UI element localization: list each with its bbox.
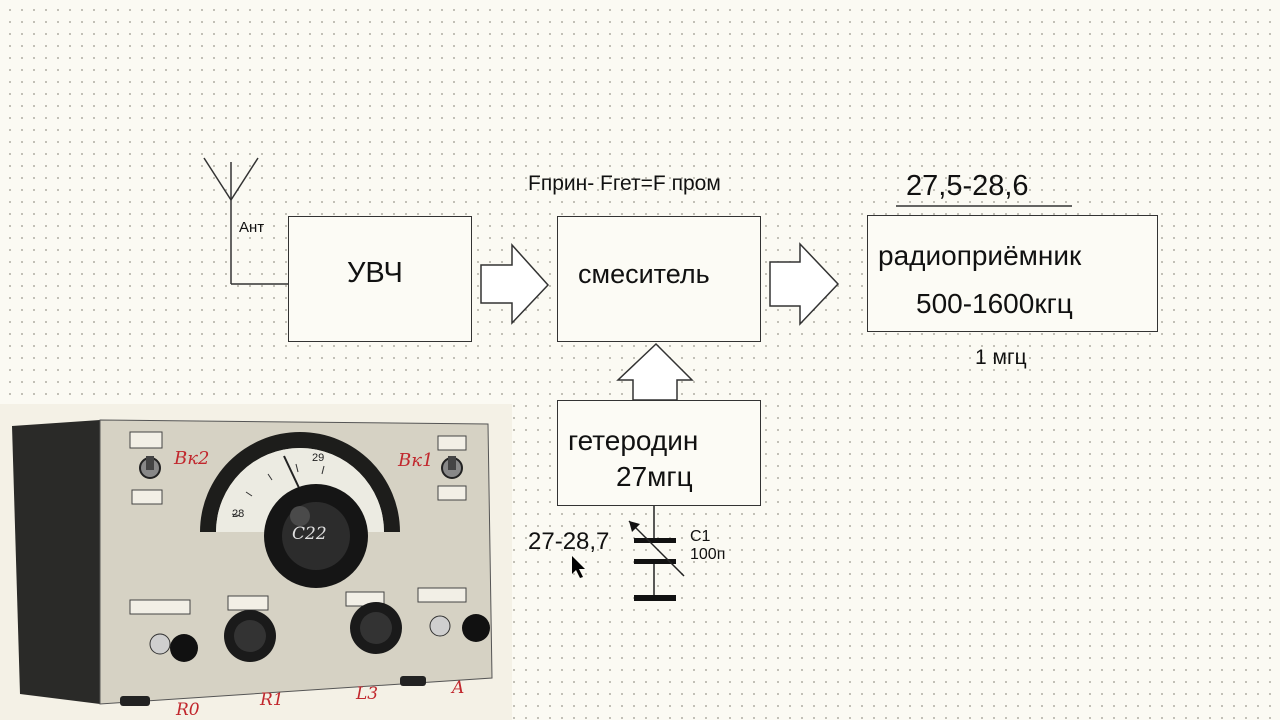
receiver-photo-drawing — [12, 419, 493, 706]
receiver-range: 500-1600кгц — [916, 288, 1073, 319]
switch-1-label: Вк1 — [398, 450, 434, 471]
receiver-photo: Вк2 Вк1 C22 29 28 R0 R1 L3 A — [0, 404, 512, 720]
capacitor-value: 100п — [690, 546, 726, 563]
oscillator-block: гетеродин 27мгц — [557, 400, 761, 506]
arrow-rf-to-mixer — [480, 243, 550, 325]
antenna-icon — [203, 157, 288, 285]
arrow-mixer-to-receiver — [769, 242, 840, 326]
mixer-block: смеситель — [557, 216, 761, 342]
dial-mark-low: 28 — [232, 508, 245, 520]
knob-a-label: A — [452, 678, 465, 698]
antenna-label: Ант — [239, 219, 265, 236]
rf-amplifier-block: УВЧ — [288, 216, 472, 342]
capacitor-name: C1 — [690, 528, 711, 545]
if-frequency-label: 1 мгц — [975, 346, 1027, 369]
dial-mark-high: 29 — [312, 452, 325, 464]
knob-l3-label: L3 — [356, 684, 379, 704]
receiver-block: радиоприёмник 500-1600кгц — [867, 215, 1158, 332]
dial-capacitor-label: C22 — [292, 524, 327, 544]
range-top-label: 27,5-28,6 — [906, 170, 1029, 202]
arrow-oscillator-to-mixer — [616, 342, 694, 401]
rf-amplifier-label: УВЧ — [347, 257, 403, 289]
receiver-title: радиоприёмник — [878, 240, 1082, 271]
oscillator-frequency: 27мгц — [616, 461, 693, 492]
knob-r1-label: R1 — [260, 690, 284, 710]
knob-r0-label: R0 — [176, 700, 200, 720]
formula-text: Fприн- Fгет=F пром — [528, 172, 721, 195]
mixer-label: смеситель — [578, 259, 710, 289]
switch-2-label: Вк2 — [174, 448, 210, 469]
mouse-cursor-icon — [572, 556, 585, 578]
oscillator-title: гетеродин — [568, 425, 699, 456]
variable-capacitor-icon — [628, 506, 685, 601]
tuning-range-label: 27-28,7 — [528, 528, 610, 555]
